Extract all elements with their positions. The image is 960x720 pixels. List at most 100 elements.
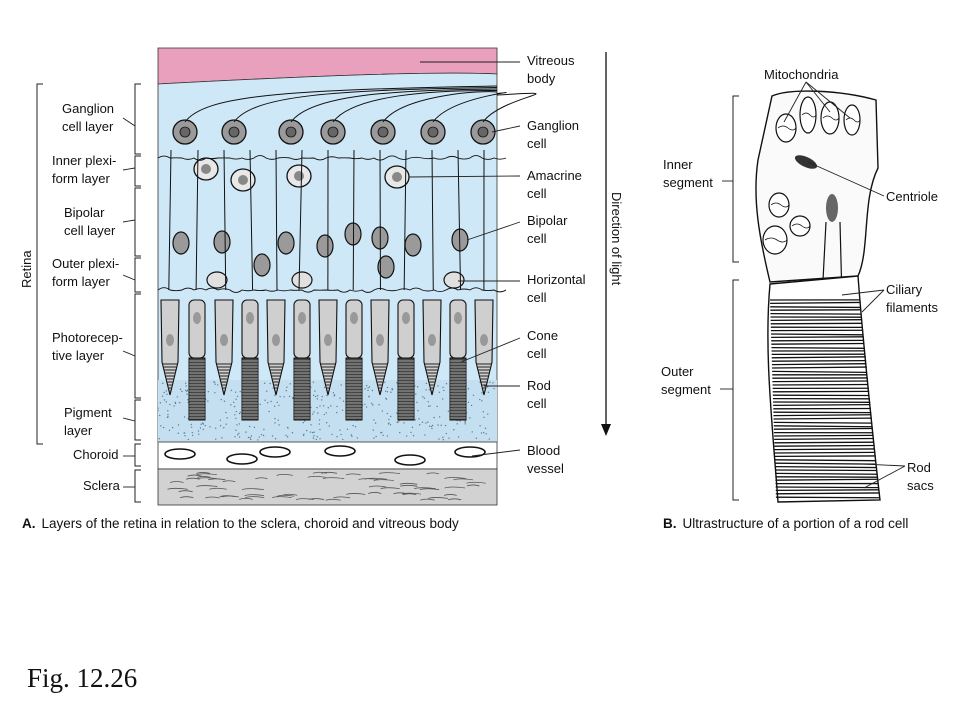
rod-nucleus (246, 312, 254, 324)
nerve-fiber (233, 87, 498, 123)
vertical-fiber (249, 149, 254, 291)
pigment-dot (386, 386, 389, 389)
pigment-dot (448, 437, 450, 439)
pigment-dot (279, 395, 281, 398)
leader-line (491, 125, 521, 133)
pigment-dot (417, 409, 419, 412)
rod-sac (771, 356, 866, 359)
pigment-dot (186, 393, 188, 395)
vertical-fiber (298, 149, 303, 291)
pigment-dot (238, 412, 241, 415)
pigment-dot (464, 421, 466, 423)
blood-vessel-shape (454, 446, 486, 458)
sclera-fiber (443, 494, 457, 496)
rod-sac (775, 489, 880, 492)
pigment-dot (479, 398, 481, 401)
leader-line (460, 337, 521, 363)
label-vitreous-body: Vitreous body (527, 53, 575, 86)
vertical-fiber (275, 149, 278, 291)
pigment-dot (160, 425, 162, 427)
pigment-dot (159, 414, 161, 417)
label-inner-plexiform-layer: Inner plexi- form layer (52, 153, 117, 186)
layer-bracket (134, 187, 141, 257)
sclera-fiber (222, 480, 236, 483)
pigment-dot (310, 424, 312, 426)
pigment-dot (481, 400, 483, 402)
pigment-dot (214, 383, 216, 385)
pigment-dot (162, 426, 165, 429)
rod-sac (775, 486, 879, 489)
mitochondrion-crista (845, 117, 861, 123)
rod-sac (772, 370, 868, 374)
caption-b-text: Ultrastructure of a portion of a rod cel… (682, 516, 909, 531)
rod-nucleus (193, 312, 201, 324)
pigment-dot (285, 389, 287, 392)
pigment-dot (470, 404, 473, 407)
pigment-dot (306, 429, 308, 432)
pigment-dot (311, 413, 314, 415)
pigment-dot (428, 389, 430, 391)
pigment-dot (264, 399, 266, 401)
sclera-fiber (380, 487, 400, 490)
label-choroid: Choroid (73, 447, 119, 462)
vertical-fiber (457, 149, 462, 291)
rod-nucleus (350, 312, 358, 324)
pigment-dot (288, 395, 291, 398)
rod-inner (397, 299, 415, 359)
pigment-dot (235, 417, 237, 420)
pigment-dot (336, 411, 338, 414)
pigment-dot (436, 405, 438, 408)
pigment-dot (399, 431, 401, 434)
sclera-fiber (448, 498, 462, 501)
pigment-dot (157, 409, 159, 411)
amacrine-nucleus (238, 175, 248, 185)
pigment-dot (459, 420, 461, 422)
pigment-dot (166, 416, 169, 419)
pigment-dot (374, 422, 377, 424)
pigment-dot (431, 427, 433, 430)
sclera-fiber (312, 471, 327, 474)
pigment-dot (250, 438, 252, 441)
pigment-dot (332, 392, 335, 394)
pigment-dot (267, 402, 269, 404)
rod-inner (449, 299, 467, 359)
pigment-dot (272, 387, 274, 389)
pigment-dot (427, 421, 429, 423)
pigment-dot (277, 419, 279, 421)
pigment-dot (325, 422, 328, 424)
pigment-dot (372, 404, 374, 406)
pigment-dot (367, 387, 369, 389)
bipolar-cell (377, 255, 395, 279)
sclera-fiber (466, 481, 486, 484)
rod-sac (770, 312, 862, 315)
sclera-fiber (196, 473, 217, 476)
pigment-dot (315, 438, 317, 441)
rod-sac (771, 346, 865, 349)
pigment-dot (429, 405, 431, 407)
pigment-dot (385, 390, 387, 392)
rod-nucleus (402, 312, 410, 324)
bipolar-cell (277, 231, 295, 255)
pigment-dot (219, 425, 222, 427)
mitochondrion-crista (764, 237, 788, 243)
pigment-dot (190, 426, 193, 428)
sclera-fiber (325, 498, 341, 501)
sclera-fiber (169, 481, 184, 483)
nerve-fiber (184, 85, 498, 123)
pigment-dot (430, 425, 433, 428)
pigment-dot (215, 438, 217, 440)
pigment-dot (191, 431, 194, 434)
pigment-dot (390, 415, 392, 418)
sclera-fiber (419, 488, 440, 491)
label-bipolar-cell-layer: Bipolar cell layer (64, 205, 116, 238)
retina-cells (160, 119, 496, 421)
leader-line (861, 463, 906, 467)
pigment-dot (390, 391, 392, 393)
pigment-dot (339, 429, 341, 431)
layer-bracket (134, 293, 141, 399)
pigment-dot (162, 382, 164, 385)
rod-outer (345, 357, 363, 421)
sclera-fiber (197, 477, 218, 480)
pigment-dot (269, 382, 271, 385)
pigment-dot (278, 424, 280, 426)
